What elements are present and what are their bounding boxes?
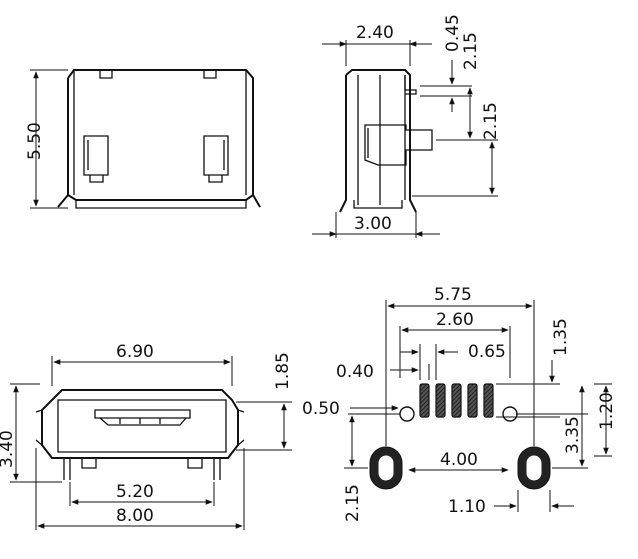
fp-pad-pitch-label: 0.65 xyxy=(468,342,506,362)
tr-width-bottom-label: 3.00 xyxy=(354,214,392,234)
tr-width-top-label: 2.40 xyxy=(356,23,394,43)
fp-slot-width-label: 1.10 xyxy=(448,497,486,517)
fp-slot-height-label: 1.20 xyxy=(597,392,617,430)
tr-label-215-b: 2.15 xyxy=(481,102,501,140)
pad-2 xyxy=(435,383,446,418)
fp-pad-span-label: 2.60 xyxy=(436,310,474,330)
fp-overall-width-label: 5.75 xyxy=(434,285,472,305)
tr-label-215-a: 2.15 xyxy=(461,32,481,70)
top-left-view: 5.50 xyxy=(25,69,261,209)
fp-hole-dia-label: 0.50 xyxy=(302,399,340,419)
pad-4 xyxy=(467,383,478,418)
fv-width-mid-label: 5.20 xyxy=(116,482,154,502)
pad-1 xyxy=(419,383,430,418)
footprint-view: 5.75 2.60 0.65 0.40 1.35 0.50 3.35 1.20 xyxy=(302,285,617,522)
fv-width-bottom-label: 8.00 xyxy=(116,506,154,526)
top-right-view: 2.40 0.45 2.15 2.15 3.00 xyxy=(312,14,501,238)
fp-pad-to-slot-label: 3.35 xyxy=(563,416,583,454)
fp-pad-length-label: 1.35 xyxy=(551,318,571,356)
pad-3 xyxy=(451,383,462,418)
locating-hole-right xyxy=(502,406,518,422)
fv-height-left-label: 3.40 xyxy=(0,430,17,468)
fp-hole-spacing-label: 4.00 xyxy=(440,450,478,470)
pad-5 xyxy=(483,383,494,418)
locating-hole-left xyxy=(399,406,415,422)
fv-height-right-label: 1.85 xyxy=(273,352,293,390)
fv-width-top-label: 6.90 xyxy=(116,342,154,362)
fp-slot-vertical-label: 2.15 xyxy=(343,484,363,522)
tr-label-045: 0.45 xyxy=(443,14,463,52)
fp-pad-width-label: 0.40 xyxy=(336,362,374,382)
tl-height-label: 5.50 xyxy=(25,122,45,160)
front-view: 6.90 1.85 3.40 5.20 8.00 xyxy=(0,342,293,530)
